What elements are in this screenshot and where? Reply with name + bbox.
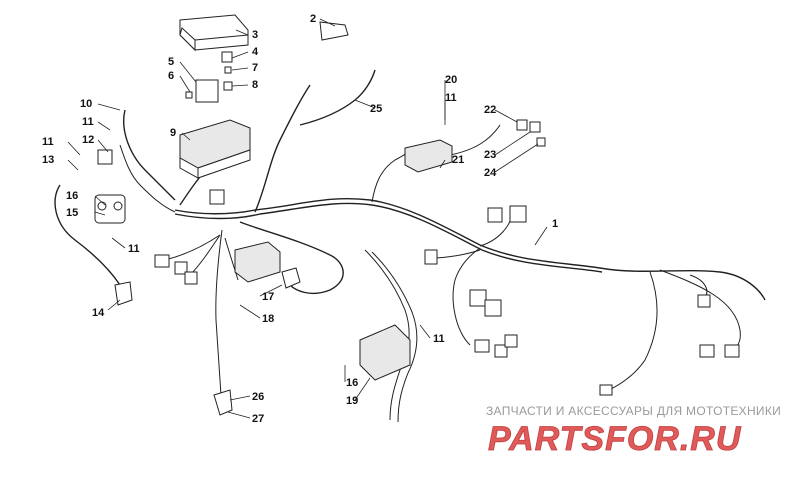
- watermark-subtitle: ЗАПЧАСТИ И АКСЕССУАРЫ ДЛЯ МОТОТЕХНИКИ: [486, 404, 782, 418]
- callout-19: 19: [346, 395, 358, 407]
- callout-11a: 11: [82, 116, 94, 128]
- callout-22: 22: [484, 104, 496, 116]
- callout-16a: 16: [66, 190, 78, 202]
- callout-26: 26: [252, 391, 264, 403]
- callout-5: 5: [168, 56, 174, 68]
- callout-11e: 11: [433, 333, 445, 345]
- callout-18: 18: [262, 313, 274, 325]
- callout-24: 24: [484, 167, 497, 179]
- fuse-box-cover: [179, 14, 249, 52]
- watermark-logo: PARTSFOR.RU: [488, 420, 742, 458]
- callout-13: 13: [42, 154, 54, 166]
- callout-14: 14: [92, 307, 105, 319]
- callout-8: 8: [252, 79, 258, 91]
- fuse-box: [179, 119, 251, 179]
- switch-2: [319, 21, 349, 41]
- terminal-cap: [114, 281, 133, 306]
- leader-lines: [67, 18, 548, 419]
- voltage-regulator: [234, 241, 301, 289]
- clamp-22-24: [516, 119, 546, 147]
- callout-6: 6: [168, 70, 174, 82]
- callout-16b: 16: [346, 377, 358, 389]
- callout-23: 23: [484, 149, 496, 161]
- left-connectors: [154, 189, 225, 285]
- right-connectors: [424, 205, 740, 396]
- cdi-module: [404, 139, 453, 173]
- callout-27: 27: [252, 413, 264, 425]
- callout-25: 25: [370, 103, 382, 115]
- callout-10: 10: [80, 98, 92, 110]
- speed-sensor: [213, 389, 233, 416]
- starter-solenoid: [94, 149, 126, 224]
- callout-17: 17: [262, 291, 274, 303]
- callout-9: 9: [170, 127, 176, 139]
- callout-7: 7: [252, 62, 258, 74]
- callout-numbers: 1 2 3 4 5 6 7 8 9 10 11 12 11 13 16 15 1…: [42, 13, 558, 425]
- callout-15: 15: [66, 207, 78, 219]
- watermark-logo-text: PARTSFOR.RU: [488, 420, 742, 458]
- main-harness: [54, 69, 766, 423]
- connector-block-19: [359, 324, 411, 381]
- callout-20: 20: [445, 74, 457, 86]
- callout-12: 12: [82, 134, 94, 146]
- callout-1: 1: [552, 218, 558, 230]
- callout-11b: 11: [42, 136, 54, 148]
- callout-11d: 11: [445, 92, 457, 104]
- callout-2: 2: [310, 13, 316, 25]
- callout-3: 3: [252, 29, 258, 41]
- callout-21: 21: [452, 154, 464, 166]
- callout-4: 4: [252, 46, 259, 58]
- callout-11c: 11: [128, 243, 140, 255]
- relay-block: [185, 51, 233, 103]
